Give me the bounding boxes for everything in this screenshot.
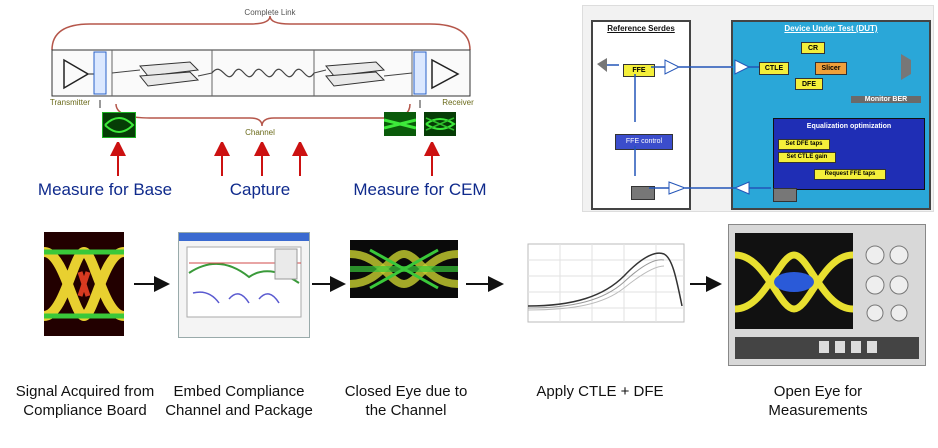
request-ffe-taps-box: Request FFE taps [814, 169, 886, 180]
step-1-image [44, 232, 124, 336]
cr-box: CR [801, 42, 825, 54]
dfe-box: DFE [795, 78, 823, 90]
reference-serdes-box: Reference Serdes FFE FFE control [591, 20, 691, 210]
set-dfe-taps-box: Set DFE taps [778, 139, 830, 150]
slicer-box: Slicer [815, 62, 847, 75]
capture-label: Capture [229, 180, 291, 199]
channel-label: Channel [245, 128, 275, 137]
mini-eye-rx-1 [383, 112, 417, 136]
step-1-caption: Signal Acquired from Compliance Board [15, 383, 155, 419]
receiver-label: Receiver [442, 98, 474, 107]
ref-ffe-box: FFE [623, 64, 655, 77]
step-3-caption: Closed Eye due to the Channel [344, 383, 468, 419]
measure-base-label: Measure for Base [37, 180, 173, 199]
step-3-image [350, 240, 458, 298]
step-5-caption: Open Eye for Measurements [768, 383, 868, 419]
dut-title: Device Under Test (DUT) [784, 24, 878, 33]
complete-link-label: Complete Link [244, 8, 296, 17]
step-4-image [514, 236, 690, 332]
ctle-box: CTLE [759, 62, 789, 75]
eq-opt-box: Equalization optimization Set DFE taps S… [773, 118, 925, 190]
measure-arrows [110, 142, 440, 176]
serdes-wiring [597, 54, 911, 195]
eq-opt-title: Equalization optimization [806, 123, 892, 130]
transmitter-label: Transmitter [49, 98, 91, 107]
step-2-image [178, 232, 310, 338]
reference-serdes-title: Reference Serdes [607, 24, 675, 33]
step-2-caption: Embed Compliance Channel and Package [165, 383, 313, 419]
monitor-ber-label: Monitor BER [851, 96, 921, 103]
step-4-caption: Apply CTLE + DFE [536, 383, 664, 400]
dut-box: Device Under Test (DUT) CTLE CR Slicer D… [731, 20, 931, 210]
step-5-image [728, 224, 926, 366]
set-ctle-gain-box: Set CTLE gain [778, 152, 836, 163]
complete-link-diagram: Complete Link Transmitter Receiver [30, 4, 500, 214]
measure-cem-label: Measure for CEM [353, 180, 487, 199]
ref-small-box [631, 186, 655, 200]
mini-eye-tx [102, 112, 136, 138]
serdes-diagram: Reference Serdes FFE FFE control Device … [582, 5, 934, 212]
dut-small-box [773, 188, 797, 202]
mini-eye-rx-2 [424, 112, 456, 136]
ffe-control-box: FFE control [615, 134, 673, 150]
